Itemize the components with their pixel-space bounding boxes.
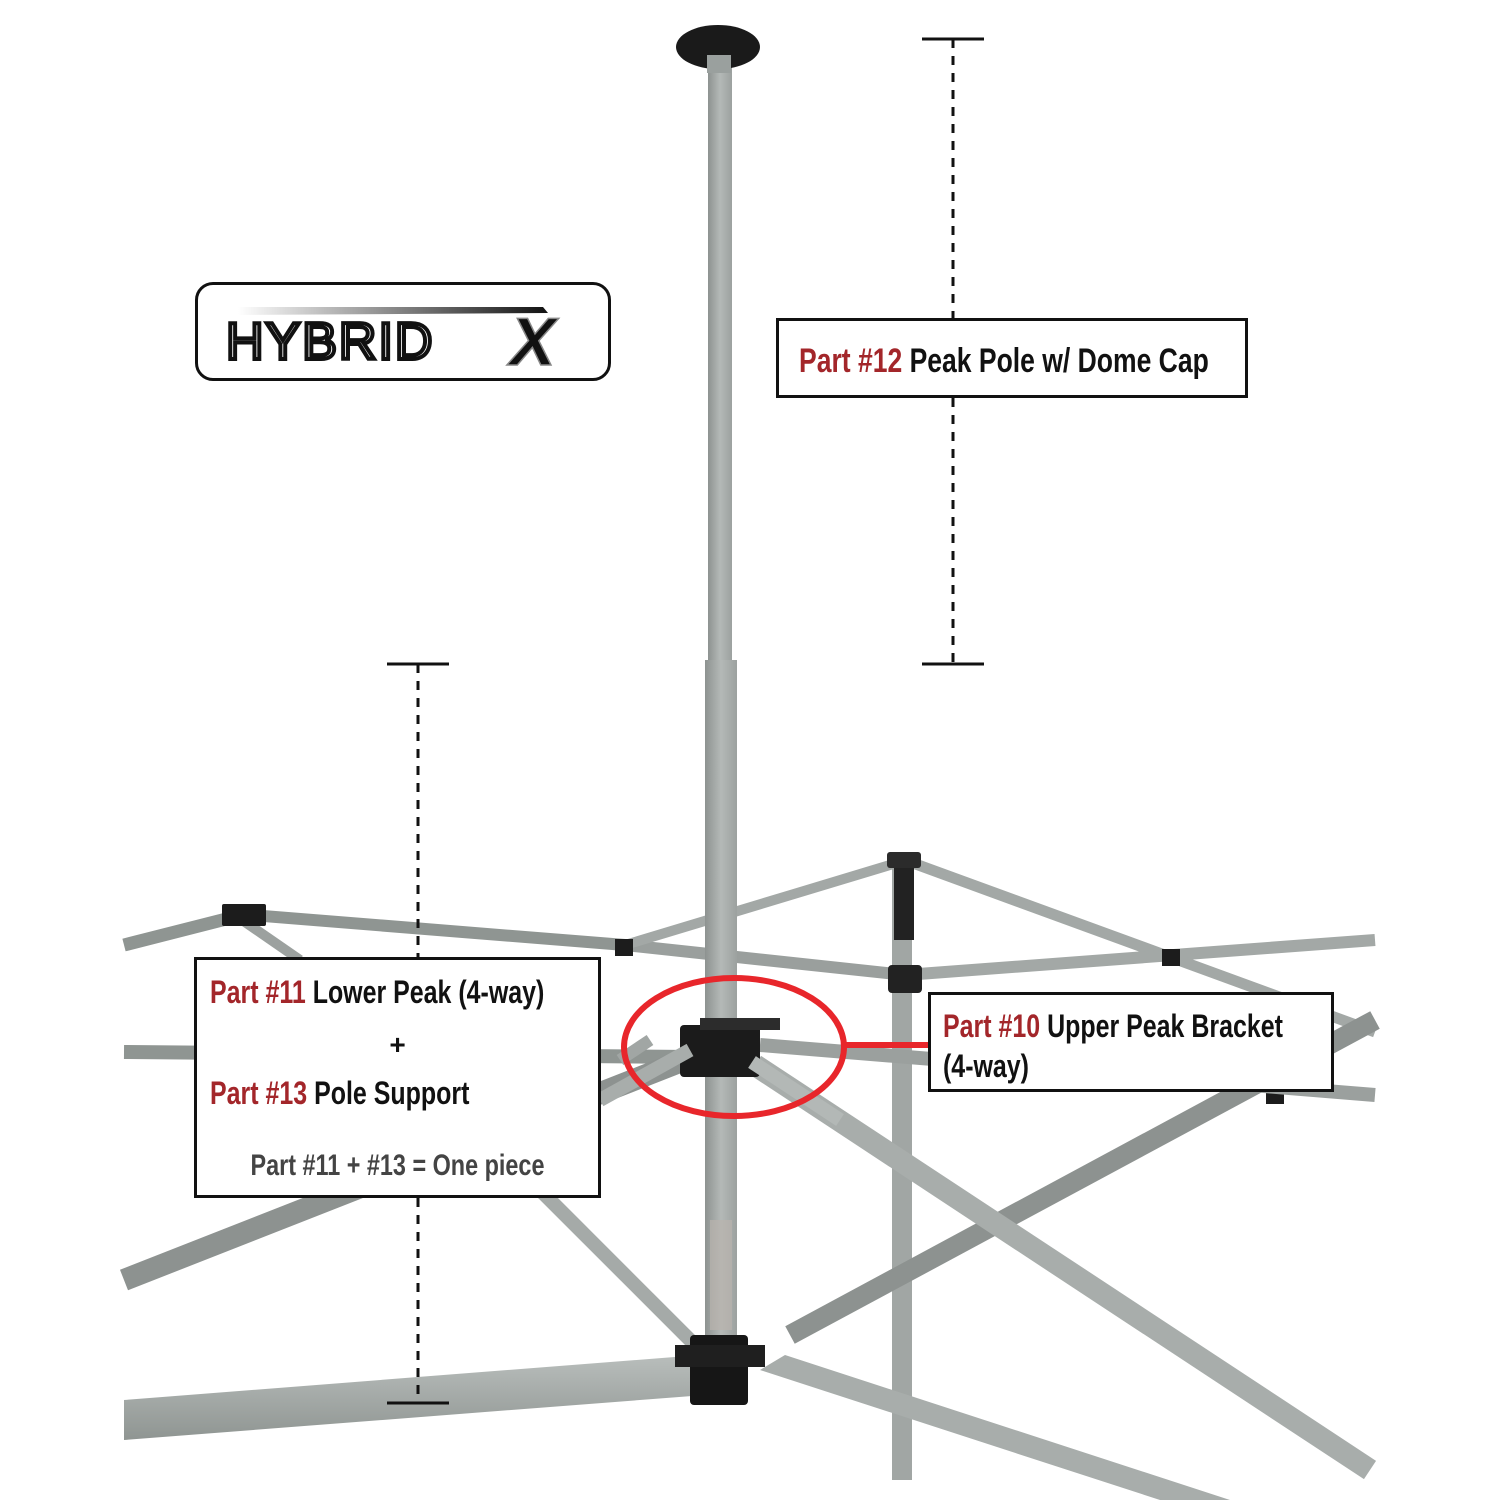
part-description: Upper Peak Bracket: [1047, 1008, 1283, 1044]
logo-graphic: HYBRID X: [224, 303, 560, 378]
dome-cap: [676, 25, 760, 69]
logo-text: HYBRID: [226, 313, 434, 371]
hybridx-logo: HYBRID X: [195, 282, 611, 381]
logo-x-mark: X: [506, 304, 559, 378]
part-description: Pole Support: [314, 1075, 470, 1111]
part-number: Part #11: [210, 974, 306, 1010]
plus-sign: +: [389, 1029, 406, 1060]
dimension-marker-peak-pole: [922, 37, 984, 666]
callout-part-12: Part #12 Peak Pole w/ Dome Cap: [776, 318, 1248, 398]
upper-peak-bracket: [596, 1018, 844, 1126]
callout-part-11-13: Part #11 Lower Peak (4-way) + Part #13 P…: [194, 957, 601, 1198]
lower-peak-hub: [675, 1335, 765, 1405]
part-description-cont: (4-way): [943, 1048, 1029, 1084]
one-piece-note: Part #11 + #13 = One piece: [250, 1149, 545, 1182]
part-number: Part #12: [799, 342, 903, 380]
back-truss: [122, 852, 1377, 1480]
peak-pole: [676, 25, 760, 1360]
callout-part-10: Part #10 Upper Peak Bracket (4-way): [928, 992, 1334, 1092]
part-number: Part #13: [210, 1075, 308, 1111]
part-description: Peak Pole w/ Dome Cap: [909, 342, 1209, 380]
lower-beams: [124, 1355, 1230, 1500]
dimension-marker-pole-support: [387, 662, 449, 1405]
highlight-circle: [621, 975, 928, 1119]
part-description: Lower Peak (4-way): [312, 974, 545, 1010]
part-number: Part #10: [943, 1008, 1041, 1044]
